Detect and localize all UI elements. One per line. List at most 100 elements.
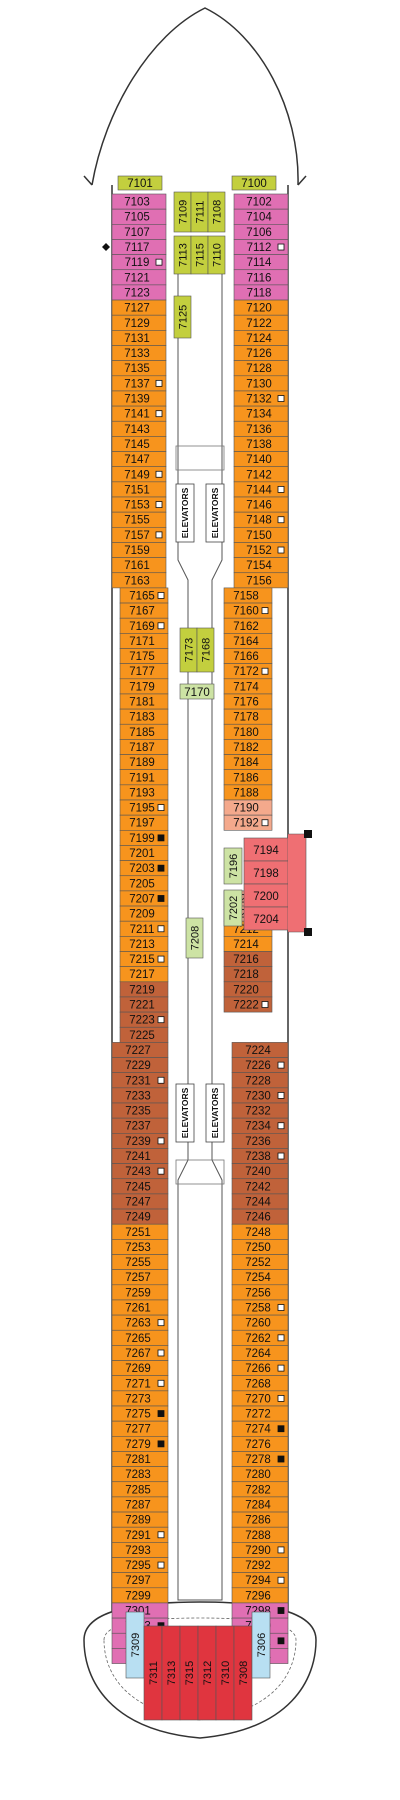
cabin-7155[interactable]: 7155 [111, 511, 167, 528]
cabin-7310[interactable]: 7310 [215, 1625, 235, 1721]
cabin-7235[interactable]: 7235 [111, 1102, 169, 1119]
cabin-7192[interactable]: 7192 [223, 814, 273, 831]
cabin-7156[interactable]: 7156 [233, 572, 289, 589]
cabin-7190[interactable]: 7190 [223, 799, 273, 816]
cabin-7101[interactable]: 7101 [117, 175, 163, 191]
cabin-7274[interactable]: 7274 [231, 1420, 289, 1437]
cabin-7161[interactable]: 7161 [111, 557, 167, 574]
cabin-7114[interactable]: 7114 [233, 254, 289, 271]
cabin-7275[interactable]: 7275 [111, 1405, 169, 1422]
cabin-7130[interactable]: 7130 [233, 375, 289, 392]
cabin-7164[interactable]: 7164 [223, 633, 273, 649]
cabin-7111[interactable]: 7111 [190, 191, 209, 233]
cabin-7144[interactable]: 7144 [233, 481, 289, 498]
cabin-7253[interactable]: 7253 [111, 1239, 169, 1255]
cabin-7202[interactable]: 7202 [223, 889, 243, 927]
cabin-7107[interactable]: 7107 [111, 224, 167, 240]
cabin-7181[interactable]: 7181 [119, 693, 169, 710]
cabin-7187[interactable]: 7187 [119, 739, 169, 755]
cabin-7119[interactable]: 7119 [111, 254, 167, 271]
cabin-7189[interactable]: 7189 [119, 754, 169, 770]
cabin-7199[interactable]: 7199 [119, 829, 169, 846]
cabin-7296[interactable]: 7296 [231, 1587, 289, 1604]
cabin-7263[interactable]: 7263 [111, 1314, 169, 1331]
cabin-7311[interactable]: 7311 [143, 1625, 163, 1721]
cabin-7182[interactable]: 7182 [223, 739, 273, 755]
cabin-7113[interactable]: 7113 [173, 235, 192, 275]
cabin-7228[interactable]: 7228 [231, 1072, 289, 1089]
cabin-7273[interactable]: 7273 [111, 1390, 169, 1407]
cabin-7178[interactable]: 7178 [223, 708, 273, 725]
cabin-7214[interactable]: 7214 [223, 936, 273, 952]
cabin-7232[interactable]: 7232 [231, 1102, 289, 1119]
cabin-7240[interactable]: 7240 [231, 1163, 289, 1180]
cabin-7231[interactable]: 7231 [111, 1072, 169, 1089]
cabin-7233[interactable]: 7233 [111, 1087, 169, 1104]
cabin-7153[interactable]: 7153 [111, 496, 167, 513]
cabin-7149[interactable]: 7149 [111, 466, 167, 483]
cabin-7170[interactable]: 7170 [179, 683, 215, 700]
cabin-7137[interactable]: 7137 [111, 375, 167, 392]
cabin-7177[interactable]: 7177 [119, 663, 169, 680]
cabin-7223[interactable]: 7223 [119, 1011, 169, 1028]
cabin-7278[interactable]: 7278 [231, 1451, 289, 1467]
cabin-7176[interactable]: 7176 [223, 693, 273, 710]
cabin-7116[interactable]: 7116 [233, 269, 289, 286]
cabin-7126[interactable]: 7126 [233, 345, 289, 361]
cabin-7247[interactable]: 7247 [111, 1193, 169, 1210]
cabin-7186[interactable]: 7186 [223, 769, 273, 786]
cabin-7279[interactable]: 7279 [111, 1436, 169, 1452]
cabin-7140[interactable]: 7140 [233, 451, 289, 467]
cabin-7203[interactable]: 7203 [119, 860, 169, 877]
cabin-7122[interactable]: 7122 [233, 314, 289, 331]
cabin-7172[interactable]: 7172 [223, 663, 273, 680]
cabin-7115[interactable]: 7115 [190, 235, 209, 275]
cabin-7131[interactable]: 7131 [111, 330, 167, 346]
cabin-7289[interactable]: 7289 [111, 1511, 169, 1528]
cabin-7242[interactable]: 7242 [231, 1178, 289, 1195]
cabin-7184[interactable]: 7184 [223, 754, 273, 770]
cabin-7218[interactable]: 7218 [223, 966, 273, 983]
cabin-7209[interactable]: 7209 [119, 905, 169, 922]
cabin-7193[interactable]: 7193 [119, 784, 169, 801]
cabin-7281[interactable]: 7281 [111, 1451, 169, 1467]
cabin-7293[interactable]: 7293 [111, 1542, 169, 1558]
cabin-7139[interactable]: 7139 [111, 390, 167, 407]
cabin-7220[interactable]: 7220 [223, 981, 273, 998]
cabin-7150[interactable]: 7150 [233, 526, 289, 543]
cabin-7215[interactable]: 7215 [119, 951, 169, 967]
cabin-7286[interactable]: 7286 [231, 1511, 289, 1528]
cabin-7284[interactable]: 7284 [231, 1496, 289, 1513]
cabin-7163[interactable]: 7163 [111, 572, 167, 589]
cabin-7207[interactable]: 7207 [119, 890, 169, 907]
cabin-7171[interactable]: 7171 [119, 633, 169, 649]
cabin-7110[interactable]: 7110 [207, 235, 226, 275]
cabin-7241[interactable]: 7241 [111, 1148, 169, 1164]
cabin-7102[interactable]: 7102 [233, 193, 289, 210]
cabin-7283[interactable]: 7283 [111, 1466, 169, 1483]
cabin-7112[interactable]: 7112 [233, 239, 289, 255]
cabin-7166[interactable]: 7166 [223, 648, 273, 664]
suite-7198[interactable]: 7198 [243, 860, 289, 885]
cabin-7143[interactable]: 7143 [111, 420, 167, 437]
cabin-7208[interactable]: 7208 [185, 917, 204, 959]
cabin-7165[interactable]: 7165 [119, 587, 169, 604]
cabin-7287[interactable]: 7287 [111, 1496, 169, 1513]
cabin-7174[interactable]: 7174 [223, 678, 273, 695]
cabin-7100[interactable]: 7100 [231, 175, 277, 191]
cabin-7148[interactable]: 7148 [233, 511, 289, 528]
cabin-7159[interactable]: 7159 [111, 542, 167, 558]
cabin-7222[interactable]: 7222 [223, 996, 273, 1013]
cabin-7276[interactable]: 7276 [231, 1436, 289, 1452]
cabin-7265[interactable]: 7265 [111, 1329, 169, 1346]
cabin-7221[interactable]: 7221 [119, 996, 169, 1013]
cabin-7205[interactable]: 7205 [119, 875, 169, 892]
cabin-7297[interactable]: 7297 [111, 1572, 169, 1589]
cabin-7259[interactable]: 7259 [111, 1284, 169, 1301]
cabin-7306[interactable]: 7306 [251, 1611, 271, 1679]
cabin-7285[interactable]: 7285 [111, 1481, 169, 1498]
cabin-7294[interactable]: 7294 [231, 1572, 289, 1589]
cabin-7105[interactable]: 7105 [111, 208, 167, 225]
cabin-7138[interactable]: 7138 [233, 436, 289, 452]
cabin-7117[interactable]: 7117 [102, 239, 167, 255]
